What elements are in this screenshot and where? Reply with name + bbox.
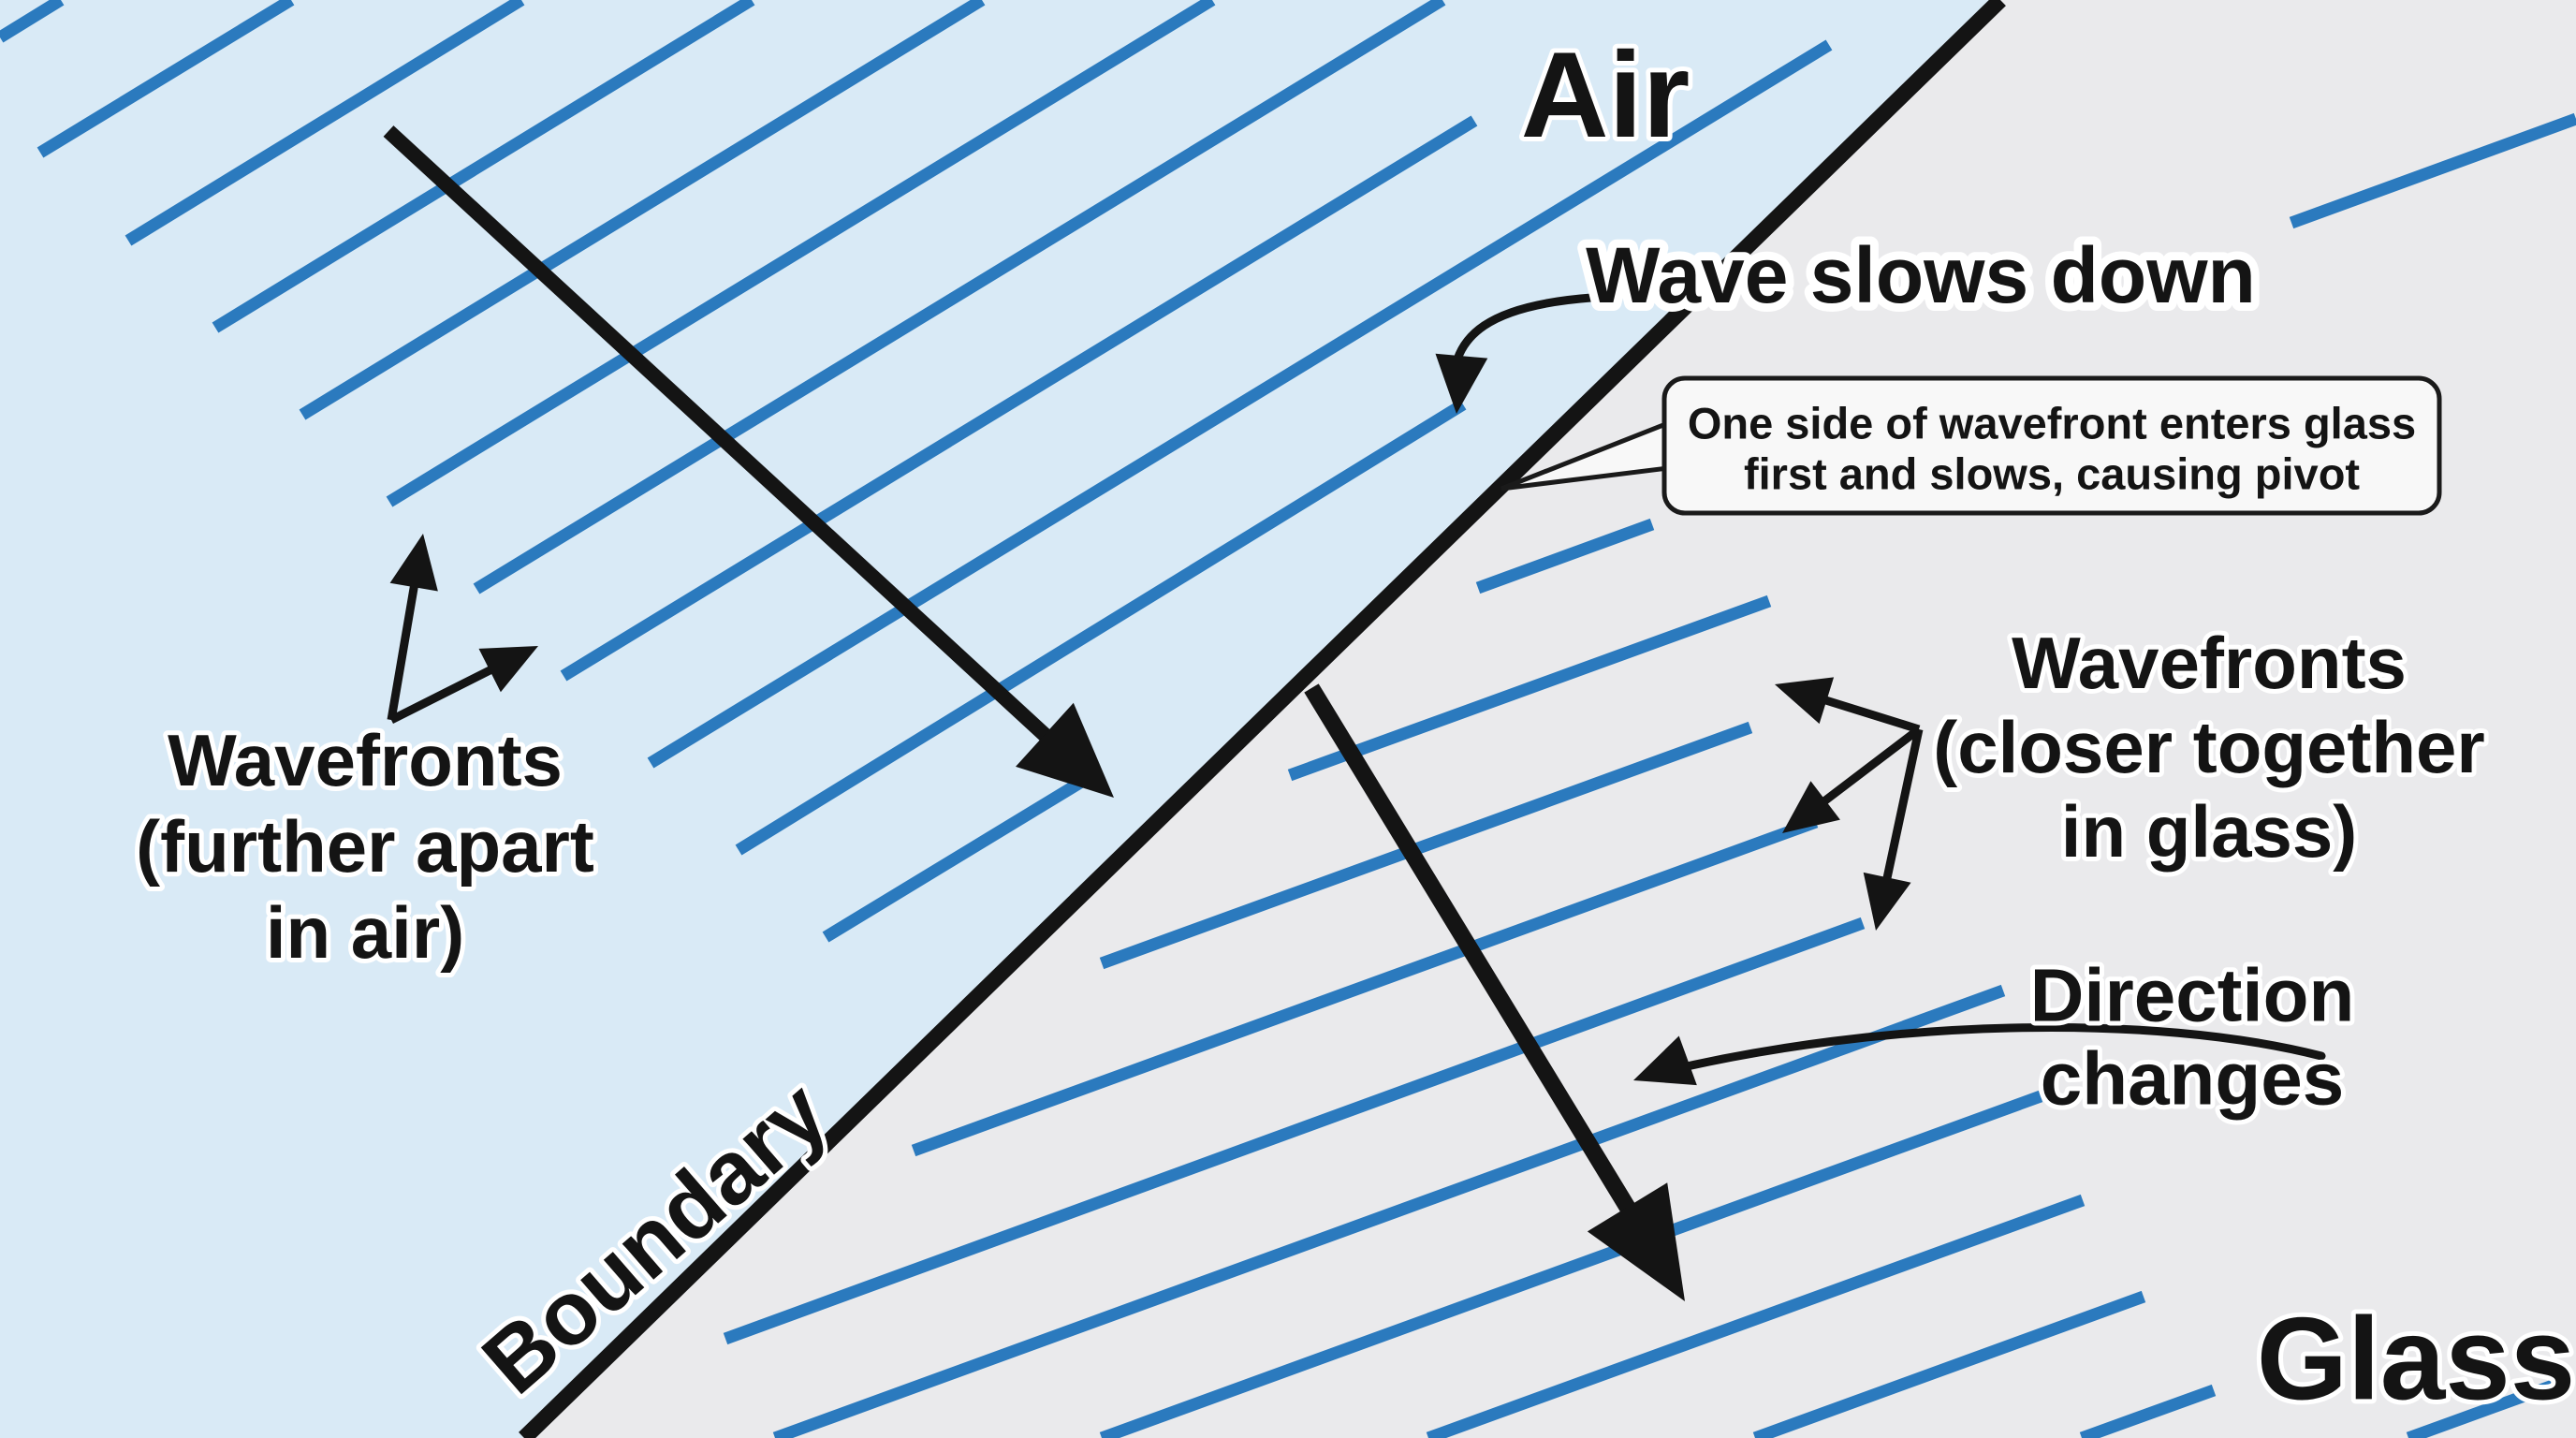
glass-pointer-arrowhead-2: [1782, 781, 1840, 833]
direction-changes-curved-arrow: [1654, 1022, 2326, 1078]
air-wavefront-line: [647, 39, 1833, 769]
wave-slows-arrowhead: [1435, 353, 1488, 414]
direction-changes-label-line2: changes: [2041, 1037, 2345, 1121]
air-wavefront-line: [124, 0, 525, 246]
air-wavefront-line: [822, 767, 1101, 943]
diagram-labels: Air Glass Boundary Wave slows down One s…: [131, 22, 2576, 1430]
glass-wavefront-line: [1426, 1194, 2086, 1438]
air-pointer-arrow-shaft: [387, 571, 421, 721]
glass-wavefront-line: [1099, 721, 1753, 970]
air-wavefront-line: [473, 0, 1446, 594]
air-wavefront-line: [560, 115, 1478, 682]
air-wavefront-line: [0, 0, 65, 43]
glass-wavefront-line: [2289, 112, 2576, 229]
glass-region-label: Glass: [2257, 1295, 2576, 1425]
glass-wavefront-line: [2079, 1384, 2217, 1438]
air-pointer-arrow-shaft: [388, 659, 505, 725]
air-wavefront-line: [212, 0, 755, 333]
refracted-ray-arrowhead: [1587, 1182, 1685, 1301]
glass-wavefront-line: [911, 815, 1819, 1157]
air-wavefront-line: [386, 0, 1216, 507]
air-wavefronts-label-line3: in air): [266, 891, 464, 974]
refracted-ray-shaft: [1304, 683, 1644, 1226]
glass-wavefront-line: [723, 917, 1866, 1345]
air-wavefronts-label-line2: (further apart: [136, 805, 594, 888]
bubble-box: [1661, 375, 2442, 516]
boundary-line: [519, 0, 2006, 1438]
air-pointer-arrowhead-1: [389, 534, 438, 592]
glass-wavefronts-label-line1: Wavefronts: [2012, 622, 2407, 704]
glass-wavefront-line: [1475, 518, 1655, 594]
glass-pointer-arrowhead-1: [1775, 677, 1835, 725]
glass-pointer-arrowhead-3: [1863, 872, 1911, 931]
direction-changes-label-line1: Direction: [2030, 954, 2355, 1037]
glass-wavefronts-label-line2: (closer together: [1933, 706, 2484, 788]
bubble-text-line1: One side of wavefront enters glass: [1688, 399, 2416, 448]
glass-wavefront-line: [2406, 1378, 2558, 1438]
glass-wavefronts-label-line3: in glass): [2061, 790, 2357, 873]
air-region-label: Air: [1521, 26, 1690, 163]
incident-ray-shaft: [383, 125, 1061, 750]
wave-slows-down-label: Wave slows down: [1586, 231, 2256, 319]
direction-changes-arrowhead: [1633, 1035, 1697, 1086]
glass-region: [524, 0, 2576, 1438]
glass-pointer-arrow-shaft: [1880, 728, 1924, 893]
glass-wavefront-line: [1752, 1290, 2146, 1438]
glass-pointer-arrow-shaft: [1810, 726, 1922, 814]
glass-wavefront-line: [1099, 1090, 2043, 1438]
incident-ray-arrowhead: [1016, 702, 1114, 798]
glass-pointer-arrow-shaft: [1810, 692, 1921, 734]
bubble-text-line2: first and slows, causing pivot: [1744, 449, 2360, 499]
glass-wavefront-line: [772, 984, 2006, 1438]
air-pointer-arrowhead-2: [478, 646, 538, 693]
glass-wavefront-line: [1287, 594, 1772, 782]
air-wavefront-line: [735, 399, 1467, 856]
air-wavefronts-label-line1: Wavefronts: [168, 719, 563, 801]
air-wavefront-line: [299, 0, 986, 420]
air-wavefront-line: [37, 0, 295, 158]
